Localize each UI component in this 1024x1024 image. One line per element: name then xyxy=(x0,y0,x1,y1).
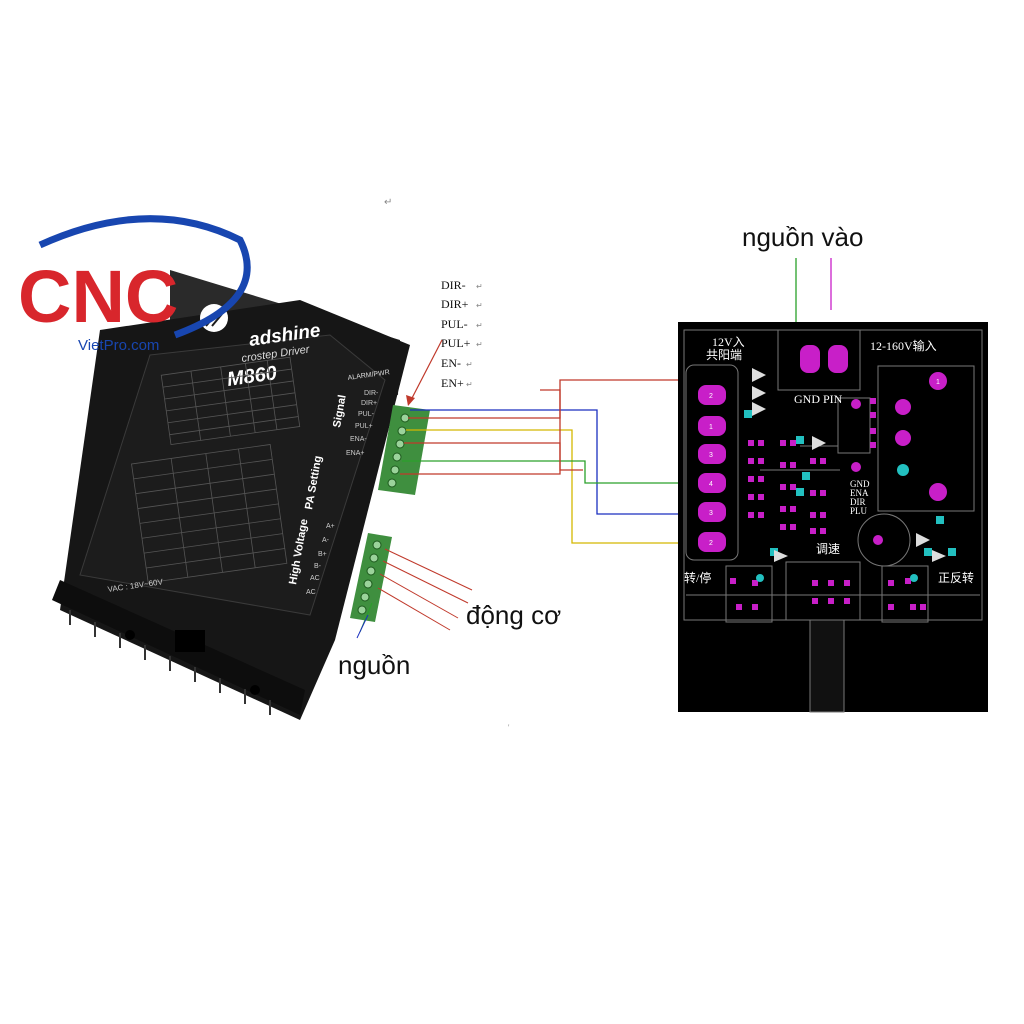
svg-text:DIR-: DIR- xyxy=(364,390,379,397)
signal-label-en-minus: EN- xyxy=(441,356,461,370)
svg-text:ENA-: ENA- xyxy=(350,436,367,443)
svg-text:AC: AC xyxy=(310,575,320,582)
svg-text:↵: ↵ xyxy=(466,380,473,389)
signal-label-dir-minus: DIR- xyxy=(441,278,466,292)
signal-label: Signal xyxy=(331,394,349,429)
svg-text:DIR+: DIR+ xyxy=(361,400,377,407)
stepper-driver: adshine crostep Driver M860 VAC : 18V~60… xyxy=(52,270,430,720)
logo-text: CNC xyxy=(18,255,178,338)
board-label-speed: 调速 xyxy=(816,542,840,556)
svg-text:4: 4 xyxy=(709,481,713,488)
svg-text:↵: ↵ xyxy=(476,301,483,310)
signal-terminal-block xyxy=(378,405,430,495)
svg-text:↵: ↵ xyxy=(476,321,483,330)
pointer-arrow xyxy=(406,339,443,406)
board-label-hv: 12-160V输入 xyxy=(870,338,937,353)
smd-pads xyxy=(730,398,926,610)
board-label-fwd-rev: 正反转 xyxy=(938,570,974,585)
diode-icons xyxy=(752,368,946,562)
signal-label-dir-plus: DIR+ xyxy=(441,297,469,311)
board-label-gnd-pin: GND PIN xyxy=(794,392,843,406)
svg-text:B-: B- xyxy=(314,563,322,570)
signal-pin-labels: DIR- DIR+ PUL- PUL+ ENA- ENA+ xyxy=(346,390,379,457)
signal-wires xyxy=(400,379,695,544)
signal-label-en-plus: EN+ xyxy=(441,376,464,390)
svg-text:↵: ↵ xyxy=(476,282,483,291)
wire-blue xyxy=(410,409,695,515)
svg-text:3: 3 xyxy=(709,452,713,459)
svg-text:B+: B+ xyxy=(318,551,327,558)
wire-green xyxy=(402,460,695,484)
return-marks: ↵ ↵ ↵ ↵ ↵ ↵ xyxy=(466,282,483,389)
svg-text:2: 2 xyxy=(709,393,713,400)
svg-text:↵: ↵ xyxy=(466,360,473,369)
svg-text:↵: ↵ xyxy=(476,340,483,349)
board-label-ena: ENA xyxy=(850,488,869,498)
motor-wires xyxy=(377,548,473,631)
svg-text:PUL-: PUL- xyxy=(358,411,375,418)
doc-mark: ↵ xyxy=(384,197,392,208)
svg-text:AC: AC xyxy=(306,589,316,596)
wire-red-2 xyxy=(404,442,583,471)
board-label-dir: DIR xyxy=(850,497,866,507)
doc-mark: ' xyxy=(508,723,510,732)
logo-subtext: VietPro.com xyxy=(78,337,159,354)
svg-text:3: 3 xyxy=(709,510,713,517)
power-in-label: nguồn vào xyxy=(742,222,863,252)
signal-label-pul-minus: PUL- xyxy=(441,317,468,331)
signal-label-pul-plus: PUL+ xyxy=(441,336,471,350)
board-label-common: 共阳端 xyxy=(706,348,742,362)
svg-text:ENA+: ENA+ xyxy=(346,450,364,457)
svg-text:1: 1 xyxy=(936,379,940,386)
board-label-plu: PLU xyxy=(850,506,868,516)
power-label: nguồn xyxy=(338,650,410,680)
logo-swoosh-icon xyxy=(38,215,251,339)
signal-label-list: DIR- DIR+ PUL- PUL+ EN- EN+ xyxy=(441,278,471,390)
pcb-pads: 2 1 3 4 3 2 1 xyxy=(698,345,947,552)
svg-text:2: 2 xyxy=(709,540,713,547)
pulse-table xyxy=(131,444,288,584)
wire-yellow xyxy=(406,429,695,544)
svg-text:1: 1 xyxy=(709,424,713,431)
current-table xyxy=(160,356,301,446)
motor-label: động cơ xyxy=(466,600,561,630)
pcb-board: 2 1 3 4 3 2 1 xyxy=(678,322,988,713)
hv-pin-labels: A+ A- B+ B- AC AC xyxy=(306,523,335,596)
board-label-gnd: GND xyxy=(850,479,870,489)
svg-text:PUL+: PUL+ xyxy=(355,423,373,430)
power-terminal-block xyxy=(350,533,392,622)
board-label-12v: 12V入 xyxy=(712,335,745,349)
board-label-run-stop: 转/停 xyxy=(684,570,711,585)
svg-text:A+: A+ xyxy=(326,523,335,530)
wire-red-3 xyxy=(400,389,561,475)
svg-text:A-: A- xyxy=(322,537,330,544)
cnc-logo: CNC VietPro.com xyxy=(18,215,251,354)
